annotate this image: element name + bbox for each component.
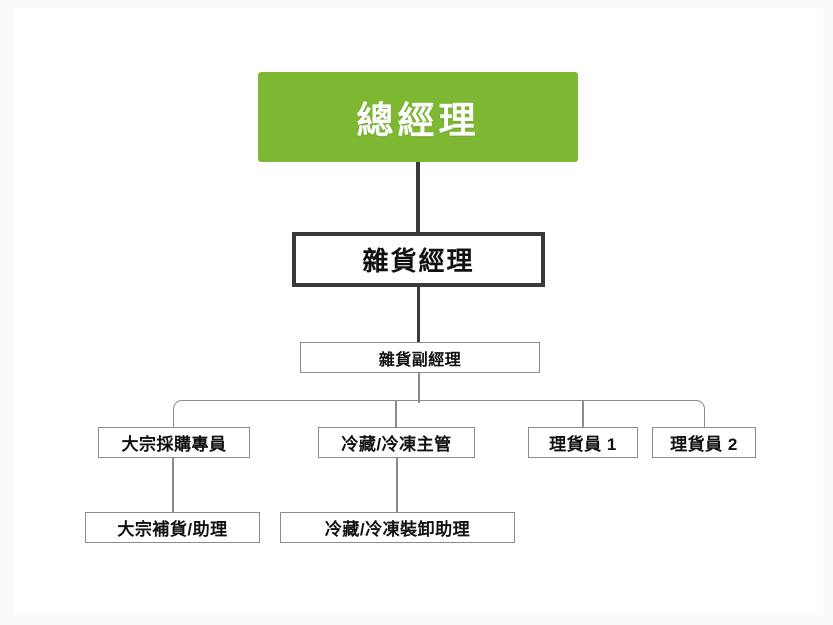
distribution-bar-level-4 (173, 400, 705, 428)
node-cold-chain-supervisor[interactable]: 冷藏/冷凍主管 (318, 427, 475, 458)
connector-grocery-manager-to-deputy (417, 285, 420, 344)
connector-cold-supervisor-to-loading-assistant (396, 457, 398, 513)
node-stocker-1[interactable]: 理貨員 1 (528, 427, 638, 458)
connector-bar-to-stocker-1 (582, 401, 584, 428)
node-general-manager[interactable]: 總經理 (258, 72, 578, 162)
page-edge-right (823, 0, 833, 625)
connector-general-manager-to-grocery-manager (416, 160, 420, 234)
node-grocery-manager[interactable]: 雜貨經理 (292, 232, 545, 287)
node-bulk-restock-assistant[interactable]: 大宗補貨/助理 (85, 512, 260, 543)
connector-bar-to-cold-chain-supervisor (395, 401, 397, 428)
connector-deputy-to-distribution-bar (418, 372, 420, 403)
node-bulk-purchasing-specialist[interactable]: 大宗採購專員 (98, 427, 250, 458)
page-edge-bottom (0, 615, 833, 625)
connector-bulk-purchasing-to-bulk-restock (172, 457, 174, 513)
node-cold-chain-loading-assistant[interactable]: 冷藏/冷凍裝卸助理 (280, 512, 515, 543)
page-edge-top (0, 0, 833, 8)
node-stocker-2[interactable]: 理貨員 2 (652, 427, 756, 458)
page-edge-left (0, 0, 14, 625)
node-deputy-grocery-manager[interactable]: 雜貨副經理 (300, 342, 540, 373)
